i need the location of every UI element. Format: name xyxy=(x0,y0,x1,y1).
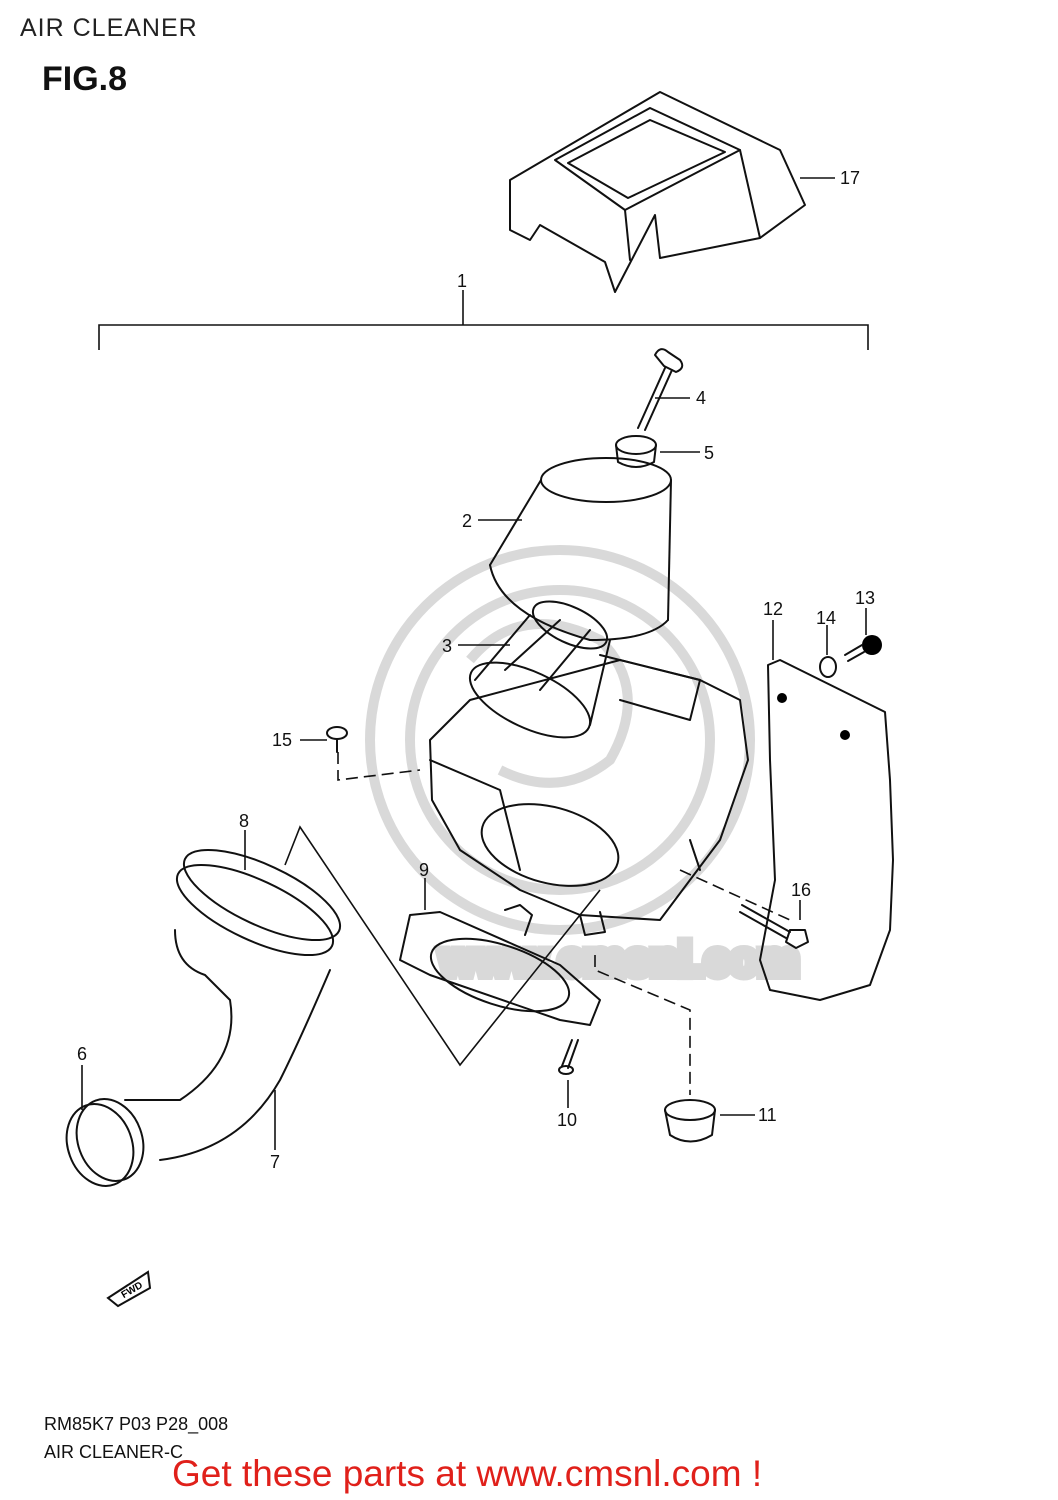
callout-17: 17 xyxy=(840,168,860,188)
diagram-name: AIR CLEANER-C xyxy=(44,1442,184,1462)
callout-4: 4 xyxy=(696,388,706,408)
callout-13: 13 xyxy=(855,588,875,608)
part-14-nut xyxy=(819,656,837,678)
part-17-cover xyxy=(509,91,806,293)
model-code: RM85K7 P03 P28_008 xyxy=(44,1414,229,1434)
callout-15: 15 xyxy=(272,730,292,750)
part-15-screw xyxy=(326,726,348,753)
part-8-clamp-band xyxy=(175,848,342,957)
part-2-filter-element xyxy=(489,457,672,641)
callout-11: 11 xyxy=(758,1105,777,1125)
part-7-intake-duct xyxy=(124,929,331,1161)
watermark-logo: www.cmsnl.com xyxy=(365,545,804,990)
callout-7: 7 xyxy=(270,1152,280,1172)
part-1-bracket xyxy=(98,290,869,350)
air-cleaner-box xyxy=(429,654,749,936)
part-6-hose-clamp xyxy=(65,1098,145,1187)
fwd-arrow: FWD xyxy=(106,1270,152,1308)
part-3-filter-cage xyxy=(468,600,611,739)
part-11-grommet xyxy=(664,1099,716,1143)
part-10-screw xyxy=(558,1039,579,1075)
callout-16: 16 xyxy=(791,880,811,900)
part-12-guard-plate xyxy=(759,659,894,1001)
callout-5: 5 xyxy=(704,443,714,463)
promo-link[interactable]: Get these parts at www.cmsnl.com ! xyxy=(172,1453,763,1494)
callout-14: 14 xyxy=(816,608,836,628)
part-9-flange xyxy=(399,904,601,1026)
figure-label: FIG.8 xyxy=(42,60,128,98)
callout-10: 10 xyxy=(557,1110,577,1130)
part-13-screw xyxy=(844,635,882,662)
part-16-bolt xyxy=(739,904,809,949)
watermark-text: www.cmsnl.com xyxy=(439,933,799,985)
callout-leaders xyxy=(81,177,867,1150)
callout-2: 2 xyxy=(462,511,472,531)
callout-6: 6 xyxy=(77,1044,87,1064)
callout-12: 12 xyxy=(763,599,783,619)
part-4-wing-bolt xyxy=(637,348,684,431)
callout-3: 3 xyxy=(442,636,452,656)
callout-9: 9 xyxy=(419,860,429,880)
callout-8: 8 xyxy=(239,811,249,831)
callout-labels: 1 2 3 4 5 6 7 8 9 10 11 12 13 14 15 16 1… xyxy=(77,168,875,1172)
page-title: AIR CLEANER xyxy=(20,14,198,42)
part-5-collar xyxy=(615,435,657,468)
callout-1: 1 xyxy=(457,271,467,291)
